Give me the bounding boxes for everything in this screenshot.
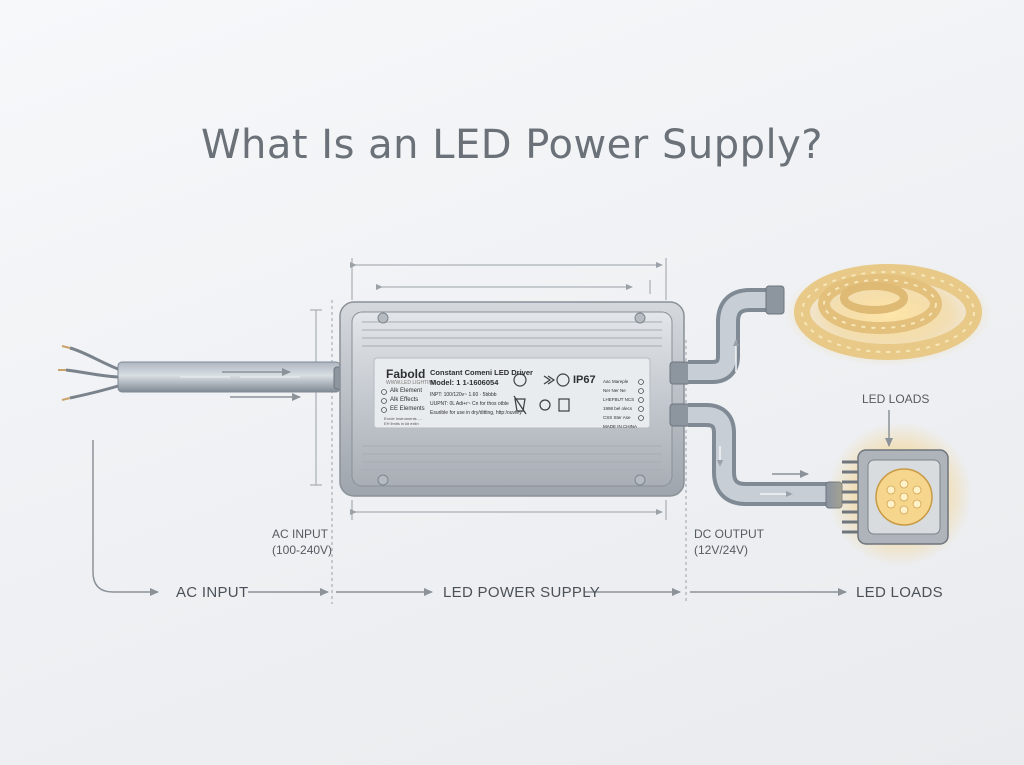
- led-module: [828, 422, 972, 566]
- weee-icon: [513, 395, 527, 415]
- spec-right-4: 1998 bel olecs: [603, 406, 633, 411]
- ac-input-side-title: AC INPUT: [272, 527, 329, 541]
- ac-current-arrows: [222, 368, 301, 401]
- brand-logo: Fabold: [386, 367, 426, 381]
- flow-led-power-supply: LED POWER SUPPLY: [443, 584, 601, 601]
- origin-label: MADE IN CHINA: [603, 424, 638, 429]
- dc-current-arrows: [717, 339, 793, 497]
- spec-check-circles: [381, 379, 644, 421]
- spec-right-1: Aac Mareple: [603, 379, 629, 384]
- spec-left-3: EE Elements: [390, 406, 425, 412]
- ac-input-cable: [58, 345, 341, 401]
- ac-input-side-label: AC INPUT (100-240V): [272, 526, 332, 558]
- output-gland-bottom: [669, 403, 691, 427]
- class2-icon: [558, 398, 570, 412]
- spec-left-2: Alk Effects: [390, 397, 419, 403]
- rohs-icon: [556, 373, 570, 387]
- power-supply-housing: [339, 301, 685, 497]
- spec-right-5: CSS Ster Ase: [603, 415, 631, 420]
- flow-line: [92, 440, 847, 596]
- output-gland-top: [669, 361, 691, 385]
- product-line: Constant Comeni LED Driver: [430, 368, 533, 377]
- certification-icons: [513, 373, 570, 415]
- ip-rating: IP67: [573, 374, 596, 386]
- ul-listed-icon: [513, 373, 527, 387]
- dc-output-side-title: DC OUTPUT: [694, 527, 764, 541]
- note-left-1: Erode Instruments ....: [384, 416, 423, 421]
- dc-output-side-range: (12V/24V): [694, 543, 749, 557]
- led-loads-side-label: LED LOADS: [862, 392, 930, 406]
- flow-ac-input: AC INPUT: [176, 584, 249, 601]
- flame-icon: [539, 399, 551, 411]
- led-strip-reel: [784, 262, 992, 366]
- spec-right-3: LHEFBUT NCS: [603, 397, 635, 402]
- output-rating: UUPNT: 0L Adi+r~ Cn for thos otble: [430, 401, 509, 407]
- flow-led-loads: LED LOADS: [856, 584, 943, 601]
- ce-icon: [543, 375, 556, 385]
- dc-output-cable-top: [688, 285, 785, 384]
- model-number: Model: 1 1-1606054: [430, 378, 499, 387]
- brand-subtitle: WWW.LED LIGHTING: [386, 380, 436, 386]
- page-title: What Is an LED Power Supply?: [200, 122, 823, 168]
- note-left-2: EH limits in kit extin: [384, 421, 419, 426]
- usage-warning: Esurible for use in dry/ditting, http:/o…: [430, 410, 522, 416]
- input-rating: INPT: 100/120v~ 1.60 · 5bbbb: [430, 392, 497, 398]
- ac-input-side-range: (100-240V): [272, 543, 333, 557]
- spec-left-1: Alk Element: [390, 388, 423, 394]
- spec-right-2: Ner Ner Ne: [603, 388, 626, 393]
- dc-output-side-label: DC OUTPUT (12V/24V): [694, 526, 764, 558]
